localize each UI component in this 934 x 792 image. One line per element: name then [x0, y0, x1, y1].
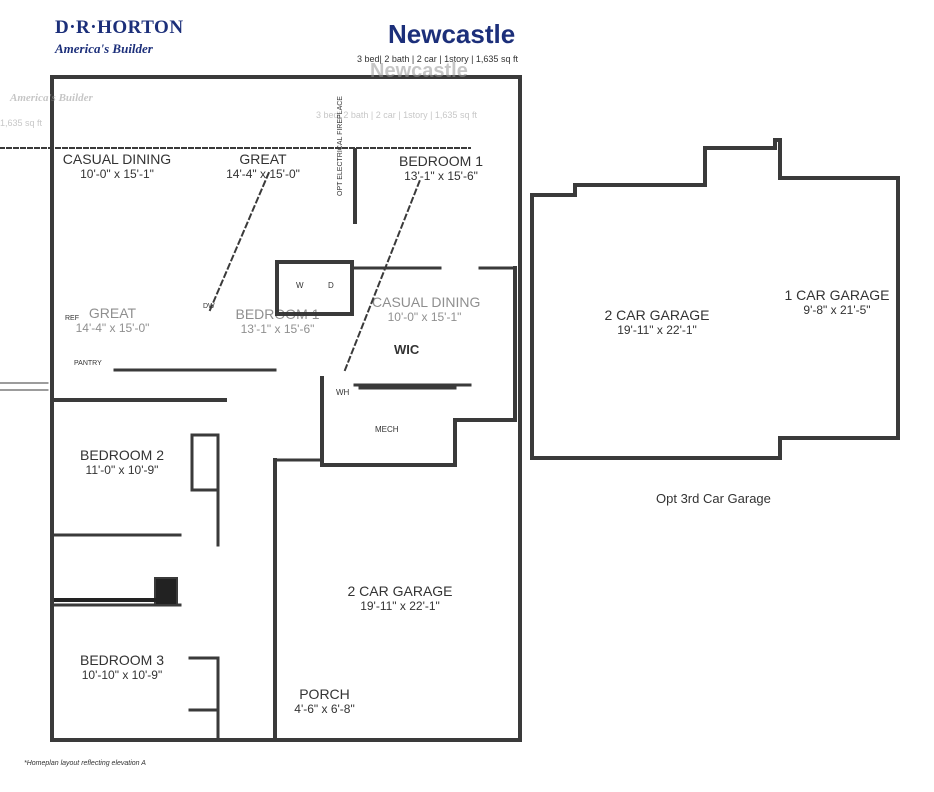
refrigerator-label: REF [65, 315, 79, 322]
ghost-room-dimensions: 14'-4" x 15'-0" [75, 321, 150, 335]
room-dimensions: 19'-11" x 22'-1" [360, 599, 440, 613]
dishwasher-label: DW [203, 303, 215, 310]
bedroom3-closet [188, 656, 220, 742]
room-bedroom-2: BEDROOM 2 11'-0" x 10'-9" [72, 447, 172, 477]
room-dimensions: 11'-0" x 10'-9" [85, 463, 159, 477]
bath2-tub [154, 577, 178, 606]
laundry-room [275, 260, 354, 316]
plan-specs: 3 bed| 2 bath | 2 car | 1story | 1,635 s… [357, 54, 518, 64]
wic-label: WIC [394, 342, 420, 357]
room-bedroom-3: BEDROOM 3 10'-10" x 10'-9" [72, 652, 172, 682]
room-name: PORCH [299, 686, 350, 702]
room-opt-2-car-garage: 2 CAR GARAGE 19'-11" x 22'-1" [597, 307, 717, 337]
room-casual-dining: CASUAL DINING 10'-0" x 15'-1" [62, 151, 172, 181]
room-name: BEDROOM 2 [79, 447, 164, 463]
ghost-room-bedroom1: BEDROOM 1 13'-1" x 15'-6" [230, 306, 325, 336]
pantry-label: PANTRY [74, 360, 102, 367]
ghost-room-dimensions: 13'-1" x 15'-6" [240, 322, 315, 336]
room-name: 2 CAR GARAGE [347, 583, 453, 599]
footnote: *Homeplan layout reflecting elevation A [24, 760, 146, 767]
ghost-room-name: CASUAL DINING [372, 294, 481, 310]
ghost-room-dimensions: 10'-0" x 15'-1" [387, 310, 462, 324]
ghost-room-name: GREAT [88, 305, 137, 321]
room-dimensions: 19'-11" x 22'-1" [617, 323, 697, 337]
opt-garage-outline [530, 138, 900, 460]
room-dimensions: 9'-8" x 21'-5" [803, 303, 871, 317]
room-dimensions: 14'-4" x 15'-0" [226, 167, 300, 181]
ghost-room-casual-dining: CASUAL DINING 10'-0" x 15'-1" [372, 294, 481, 324]
brand-tagline: America's Builder [55, 41, 153, 56]
opt-garage-label: Opt 3rd Car Garage [656, 491, 771, 506]
room-great: GREAT 14'-4" x 15'-0" [218, 151, 308, 181]
room-name: 2 CAR GARAGE [604, 307, 710, 323]
brand-logo: D·R·HORTON [55, 17, 184, 38]
room-dimensions: 10'-0" x 15'-1" [80, 167, 154, 181]
room-name: GREAT [239, 151, 287, 167]
room-name: BEDROOM 3 [79, 652, 164, 668]
water-heater-label: WH [336, 388, 350, 397]
room-dimensions: 4'-6" x 6'-8" [294, 702, 355, 716]
ghost-room-great: GREAT 14'-4" x 15'-0" [75, 305, 150, 335]
ghost-specs-end: 1,635 sq ft [0, 118, 43, 128]
room-2-car-garage: 2 CAR GARAGE 19'-11" x 22'-1" [340, 583, 460, 613]
ghost-title: Newcastle [370, 60, 468, 82]
ghost-specs: 3 bed| 2 bath | 2 car | 1story | 1,635 s… [316, 110, 477, 120]
house-outer-wall [50, 75, 522, 742]
mech-label: MECH [375, 425, 399, 434]
room-name: BEDROOM 1 [398, 153, 483, 169]
mech-room-wall [320, 376, 517, 467]
dryer-label: D [328, 281, 334, 290]
reference-dashed-line-1 [208, 168, 272, 312]
ghost-room-name: BEDROOM 1 [235, 306, 320, 322]
room-dimensions: 10'-10" x 10'-9" [81, 668, 163, 682]
room-name: 1 CAR GARAGE [784, 287, 890, 303]
room-opt-1-car-garage: 1 CAR GARAGE 9'-8" x 21'-5" [782, 287, 892, 317]
plan-title: Newcastle [388, 19, 516, 49]
reference-dashed-line-2 [343, 178, 422, 372]
room-name: CASUAL DINING [62, 151, 172, 167]
ghost-tagline: America's Builder [10, 92, 93, 104]
bedroom2-closet [190, 433, 220, 492]
room-porch: PORCH 4'-6" x 6'-8" [287, 686, 362, 716]
room-dimensions: 13'-1" x 15'-6" [404, 169, 478, 183]
fireplace-label: OPT ELECTRICAL FIREPLACE [337, 96, 344, 196]
washer-label: W [296, 281, 304, 290]
room-bedroom-1: BEDROOM 1 13'-1" x 15'-6" [396, 153, 486, 183]
